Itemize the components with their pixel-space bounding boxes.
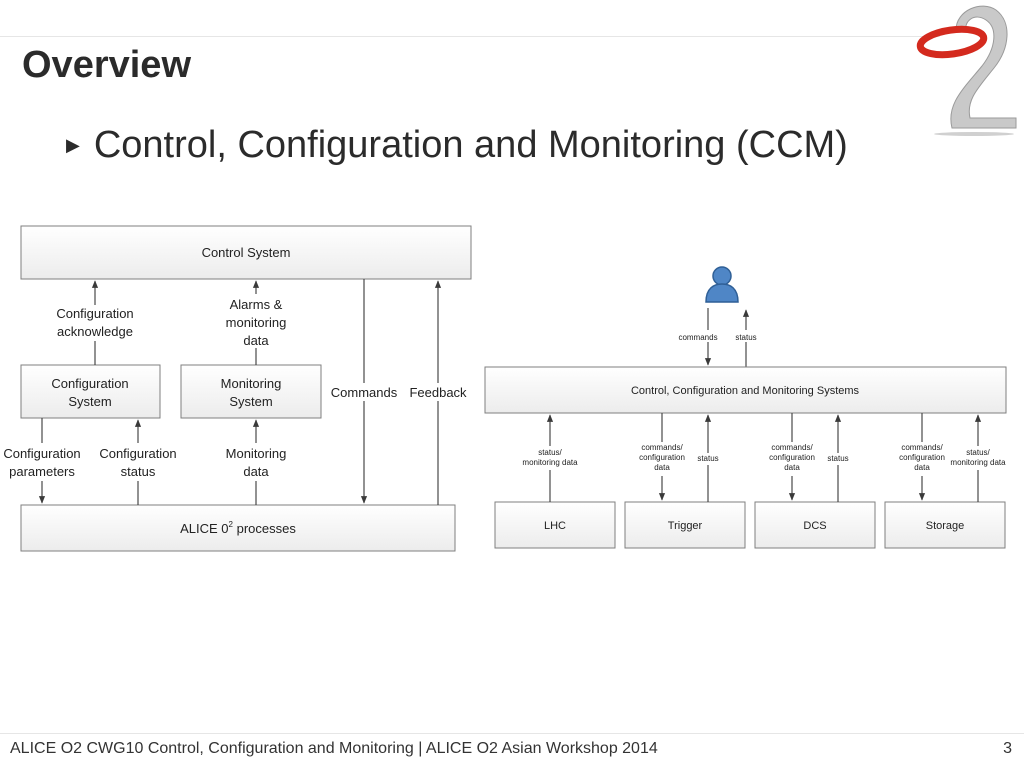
processes-suffix: processes	[233, 521, 296, 536]
monitoring-system-label-2: System	[229, 394, 272, 409]
alarms-label-1: Alarms &	[230, 297, 283, 312]
trigger-cmd-label-3: data	[654, 463, 670, 472]
ccm-diagram: Control System Configuration System Moni…	[0, 225, 1010, 552]
config-status-mask	[94, 443, 182, 481]
ccm-systems-box	[484, 366, 1007, 414]
bullet-arrow-icon: ▶	[66, 135, 80, 156]
storage-box	[884, 501, 1006, 549]
trigger-label: Trigger	[668, 520, 703, 532]
alice-o2-logo	[916, 5, 1017, 136]
config-params-label-2: parameters	[9, 464, 75, 479]
storage-status-label-1: status/	[966, 448, 990, 457]
config-status-label-1: Configuration	[99, 446, 176, 461]
storage-cmd-label-2: configuration	[899, 453, 945, 462]
user-commands-mask	[676, 330, 722, 342]
ccm-systems-label: Control, Configuration and Monitoring Sy…	[631, 385, 860, 397]
storage-cmd-label-3: data	[914, 463, 930, 472]
storage-cmd-label-1: commands/	[901, 443, 943, 452]
lhc-status-label-2: monitoring data	[522, 458, 578, 467]
control-system-box	[20, 225, 472, 280]
monitoring-data-label-1: Monitoring	[226, 446, 287, 461]
trigger-status-label: status	[697, 454, 718, 463]
commands-label: Commands	[331, 385, 398, 400]
left-diagram: Control System Configuration System Moni…	[0, 225, 472, 552]
monitoring-system-label-1: Monitoring	[221, 376, 282, 391]
dcs-box	[754, 501, 876, 549]
configuration-system-box	[20, 364, 161, 419]
dcs-status-label: status	[827, 454, 848, 463]
trigger-cmd-label-2: configuration	[639, 453, 685, 462]
lhc-box	[494, 501, 616, 549]
trigger-cmd-label-1: commands/	[641, 443, 683, 452]
feedback-mask	[408, 383, 470, 401]
processes-sup: 2	[229, 520, 234, 529]
user-status-mask	[732, 330, 760, 342]
user-icon	[705, 266, 739, 303]
config-ack-label-2: acknowledge	[57, 324, 133, 339]
storage-label: Storage	[926, 520, 965, 532]
lhc-status-label-1: status/	[538, 448, 562, 457]
configuration-system-label-2: System	[68, 394, 111, 409]
footer-rule	[0, 733, 1024, 734]
bullet-item: ▶ Control, Configuration and Monitoring …	[66, 124, 848, 167]
lhc-label: LHC	[544, 520, 566, 532]
trigger-box	[624, 501, 746, 549]
header-rule	[0, 36, 940, 37]
bullet-text: Control, Configuration and Monitoring (C…	[93, 124, 848, 166]
lhc-status-mask	[516, 446, 584, 470]
trigger-cmd-mask	[634, 442, 690, 476]
dcs-label: DCS	[803, 520, 826, 532]
monitoring-data-label-2: data	[243, 464, 269, 479]
commands-mask	[328, 383, 400, 401]
control-system-label: Control System	[202, 245, 291, 260]
footer-text: ALICE O2 CWG10 Control, Configuration an…	[10, 740, 658, 757]
page-number: 3	[1003, 740, 1012, 757]
config-status-label-2: status	[121, 464, 156, 479]
right-diagram: commands status Control, Configuration a…	[484, 266, 1010, 549]
alarms-label-3: data	[243, 333, 269, 348]
config-ack-label-1: Configuration	[56, 306, 133, 321]
user-commands-label: commands	[678, 333, 717, 342]
configuration-system-label-1: Configuration	[51, 376, 128, 391]
processes-prefix: ALICE 0	[180, 521, 228, 536]
trigger-status-mask	[694, 453, 722, 465]
alarms-mask	[216, 294, 296, 348]
feedback-label: Feedback	[409, 385, 467, 400]
processes-box	[20, 504, 456, 552]
config-params-mask	[0, 443, 86, 481]
storage-status-label-2: monitoring data	[950, 458, 1006, 467]
dcs-cmd-label-3: data	[784, 463, 800, 472]
storage-status-mask	[948, 446, 1010, 470]
dcs-cmd-label-1: commands/	[771, 443, 813, 452]
monitoring-data-mask	[218, 443, 294, 481]
alarms-label-2: monitoring	[226, 315, 287, 330]
monitoring-system-box	[180, 364, 322, 419]
user-status-label: status	[735, 333, 756, 342]
config-params-label-1: Configuration	[3, 446, 80, 461]
dcs-cmd-label-2: configuration	[769, 453, 815, 462]
config-ack-mask	[48, 305, 142, 341]
dcs-cmd-mask	[764, 442, 820, 476]
slide-title: Overview	[22, 44, 191, 86]
processes-label: ALICE 02 processes	[180, 520, 296, 536]
storage-cmd-mask	[894, 442, 950, 476]
dcs-status-mask	[824, 453, 852, 465]
